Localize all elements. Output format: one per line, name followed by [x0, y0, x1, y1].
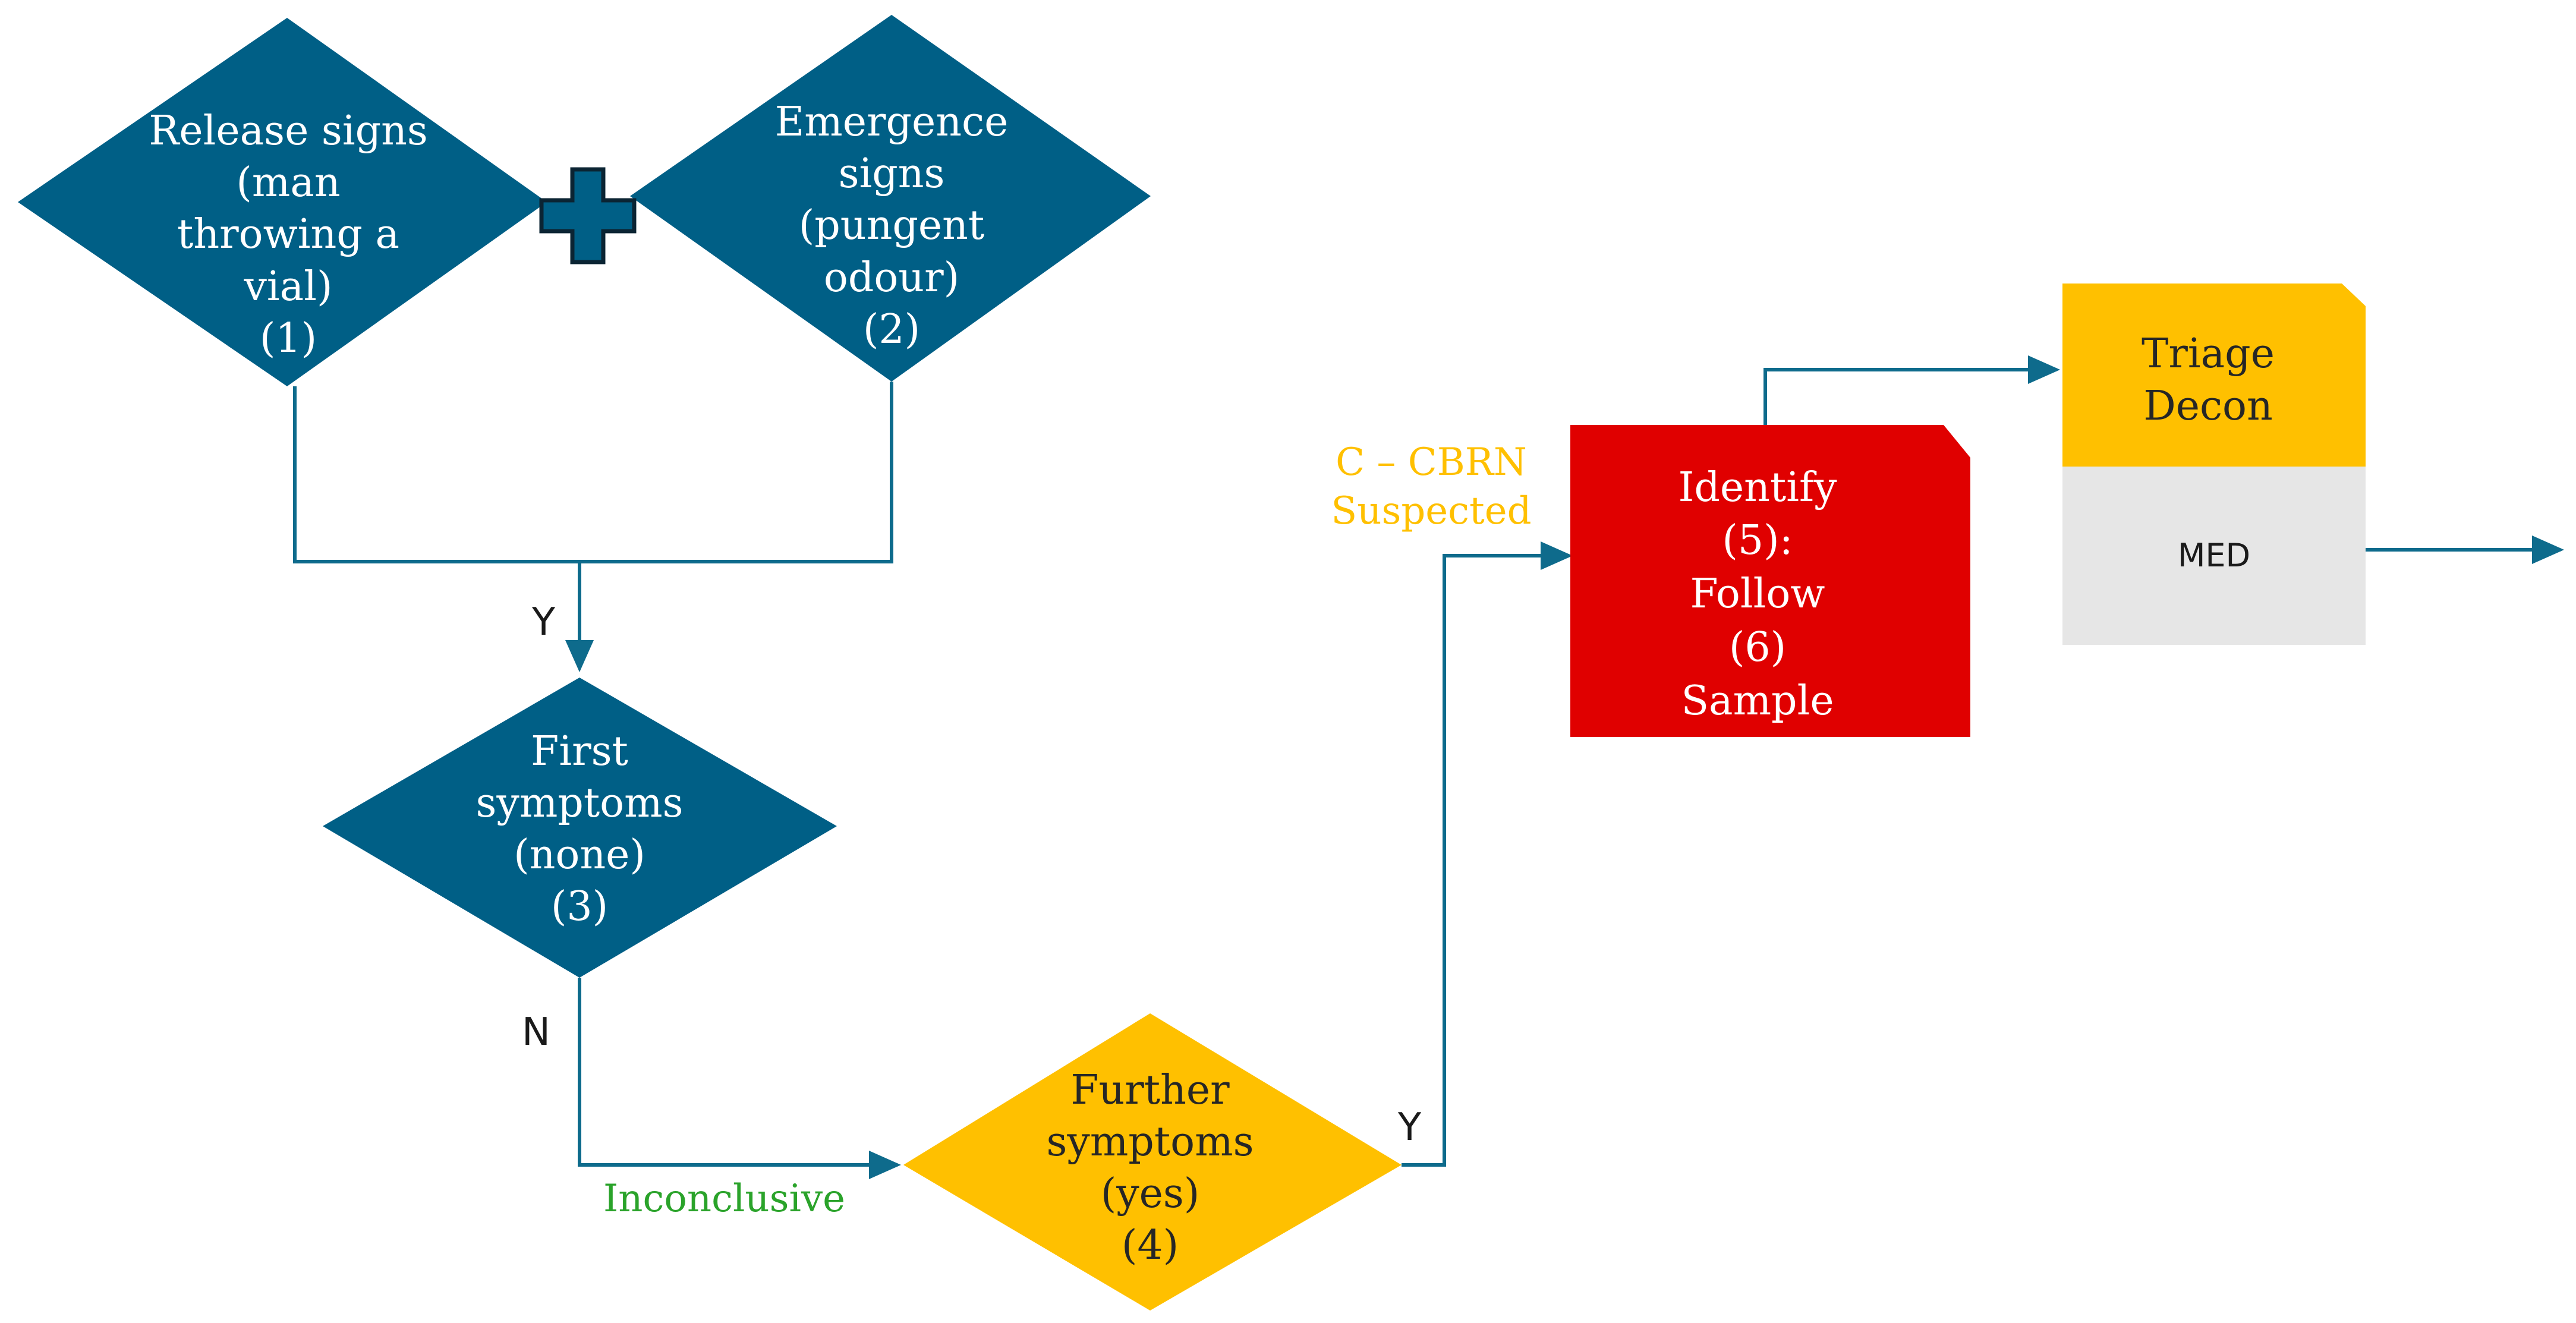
edge-label-cbrn-suspected: C – CBRN Suspected	[1330, 439, 1532, 536]
release-signs-line-3: throwing a	[177, 211, 399, 259]
connector-release-to-merge	[293, 386, 582, 563]
emergence-signs-line-4: odour)	[823, 254, 960, 301]
release-signs-line-4: vial)	[244, 263, 333, 310]
connector-first-to-further	[578, 978, 901, 1179]
triage-decon-label: Triage Decon	[2062, 321, 2354, 440]
decision-further-symptoms[interactable]	[903, 1013, 1402, 1311]
release-signs-line-1: Release signs	[149, 108, 428, 155]
identify-line-2: (5):	[1722, 517, 1793, 565]
further-symptoms-label: Further symptoms (yes) (4)	[1007, 1052, 1293, 1284]
further-symptoms-line-1: Further	[1070, 1066, 1230, 1114]
emergence-signs-line-5: (2)	[862, 305, 921, 353]
edge-label-n-first: N	[522, 1010, 550, 1054]
identify-line-3: Follow	[1690, 571, 1825, 618]
decision-first-symptoms[interactable]	[323, 678, 837, 978]
identify-line-1: Identify	[1678, 464, 1837, 511]
further-symptoms-line-3: (yes)	[1100, 1170, 1200, 1217]
cbrn-line: C – CBRN	[1336, 440, 1527, 484]
connector-further-to-identify	[1402, 541, 1573, 1167]
decision-emergence-signs[interactable]	[630, 15, 1151, 382]
first-symptoms-label: First symptoms (none) (3)	[437, 716, 722, 942]
first-symptoms-line-2: symptoms	[475, 779, 684, 827]
connector-emergence-to-merge	[582, 382, 893, 563]
decision-release-signs[interactable]	[18, 18, 547, 386]
connector-identify-to-triage	[1763, 355, 2060, 425]
edge-label-y-merge: Y	[532, 600, 556, 644]
release-signs-label: Release signs (man throwing a vial) (1)	[140, 95, 437, 374]
release-signs-line-2: (man	[236, 159, 341, 207]
emergence-signs-line-1: Emergence	[774, 99, 1009, 146]
med-label: MED	[2062, 467, 2366, 645]
first-symptoms-line-3: (none)	[514, 831, 645, 878]
identify-line-4: (6)	[1728, 623, 1787, 671]
identify-line-5: Sample	[1681, 677, 1834, 724]
emergence-signs-line-2: signs	[838, 150, 945, 198]
first-symptoms-line-4: (3)	[550, 883, 609, 931]
med-text: MED	[2177, 537, 2251, 575]
process-med[interactable]	[2062, 467, 2366, 645]
triage-line: Triage	[2142, 330, 2275, 377]
edge-label-y-further: Y	[1398, 1105, 1422, 1149]
further-symptoms-line-2: symptoms	[1046, 1118, 1254, 1166]
release-signs-line-5: (1)	[259, 314, 317, 362]
identify-label: Identify (5): Follow (6) Sample	[1570, 458, 1945, 731]
decon-line: Decon	[2143, 383, 2273, 430]
further-symptoms-line-4: (4)	[1121, 1222, 1179, 1270]
edge-label-inconclusive: Inconclusive	[603, 1177, 845, 1221]
process-triage-decon[interactable]	[2062, 284, 2366, 467]
emergence-signs-label: Emergence signs (pungent odour) (2)	[743, 86, 1040, 366]
plus-icon	[539, 167, 637, 264]
emergence-signs-line-3: (pungent	[798, 202, 985, 250]
first-symptoms-line-1: First	[531, 727, 628, 775]
process-identify-follow-sample[interactable]	[1570, 425, 1970, 737]
suspected-line: Suspected	[1331, 489, 1532, 533]
